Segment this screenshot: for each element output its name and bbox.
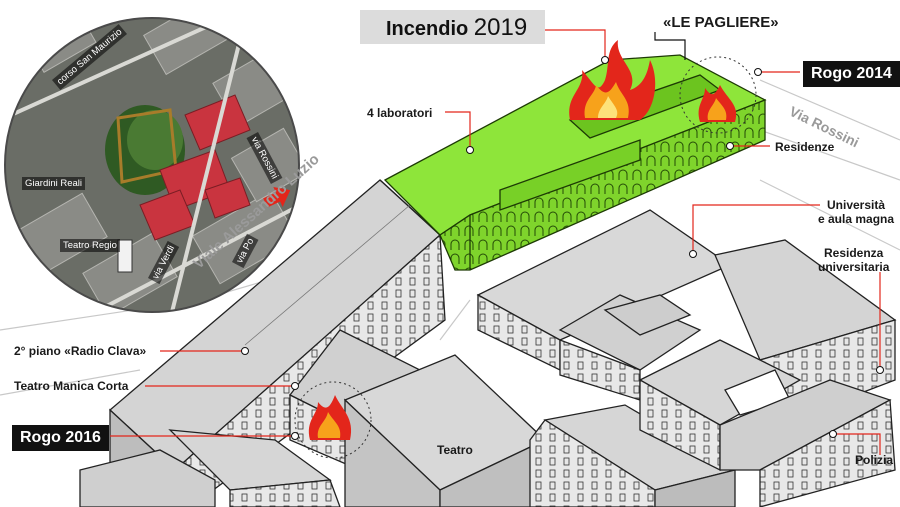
location-arrow-icon <box>263 187 291 208</box>
leader-dots <box>241 56 884 440</box>
fire-zone-circle <box>679 56 757 134</box>
map-label-giardini: Giardini Reali <box>22 177 86 190</box>
label-residenze: Residenze <box>775 140 835 154</box>
title-prefix: Incendio <box>386 18 469 40</box>
building-bottom-left <box>79 429 341 507</box>
building-bottom-right <box>529 404 737 507</box>
page-title: Incendio 2019 <box>386 14 527 42</box>
building-residenza-universitaria <box>638 239 897 507</box>
label-laboratori: 4 laboratori <box>367 106 433 120</box>
flame-icon <box>308 395 352 440</box>
leader-lines <box>110 29 881 455</box>
badge-rogo-2014: Rogo 2014 <box>803 61 900 87</box>
label-radio-clava: 2° piano «Radio Clava» <box>14 344 147 358</box>
map-label-teatro-regio: Teatro Regio <box>60 239 120 252</box>
building-universita <box>476 209 732 401</box>
fire-zone-circle <box>294 381 372 459</box>
flame-icon <box>569 40 656 120</box>
label-polizia: Polizia <box>855 453 894 467</box>
flame-icon <box>698 85 737 122</box>
title-year: 2019 <box>473 14 528 41</box>
label-teatro-manica-corta: Teatro Manica Corta <box>14 379 129 393</box>
title-box <box>360 10 545 44</box>
label-universita-line2: e aula magna <box>818 212 895 226</box>
label-universita-line1: Università <box>827 198 886 212</box>
label-residenza-universitaria: Residenza universitaria <box>818 246 889 274</box>
building-le-pagliere <box>383 54 767 271</box>
label-residenza-line2: universitaria <box>818 260 890 274</box>
label-residenza-line1: Residenza <box>824 246 884 260</box>
label-teatro: Teatro <box>437 443 473 457</box>
building-teatro <box>343 354 547 507</box>
badge-rogo-2016: Rogo 2016 <box>12 425 109 451</box>
label-le-pagliere: «LE PAGLIERE» <box>663 14 779 31</box>
label-universita: Università e aula magna <box>818 198 894 226</box>
